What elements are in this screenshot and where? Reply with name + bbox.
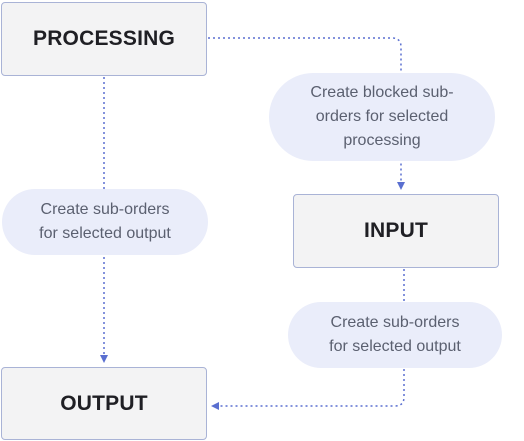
edge-label-processing-to-output: Create sub-orders for selected output: [2, 189, 208, 255]
edge-label-input-to-output: Create sub-orders for selected output: [288, 302, 502, 368]
edge-label-line: processing: [343, 132, 421, 149]
processing-node: PROCESSING: [1, 2, 207, 76]
edge-label-processing-to-input: Create blocked sub- orders for selected …: [269, 73, 495, 161]
connector-processing-to-input: [208, 37, 405, 190]
edge-label-line: for selected output: [329, 338, 461, 355]
output-node-label: OUTPUT: [60, 391, 148, 415]
edge-label-line: Create blocked sub-: [310, 84, 454, 101]
edge-label-line: orders for selected: [315, 108, 449, 125]
input-node-label: INPUT: [364, 219, 428, 242]
input-node: INPUT: [293, 194, 499, 268]
processing-node-label: PROCESSING: [32, 27, 176, 50]
output-node: OUTPUT: [1, 367, 207, 440]
edge-label-line: Create sub-orders: [40, 201, 170, 218]
edge-label-line: for selected output: [39, 225, 171, 242]
connector-input-to-output: [211, 269, 405, 410]
edge-label-line: Create sub-orders: [330, 314, 460, 331]
